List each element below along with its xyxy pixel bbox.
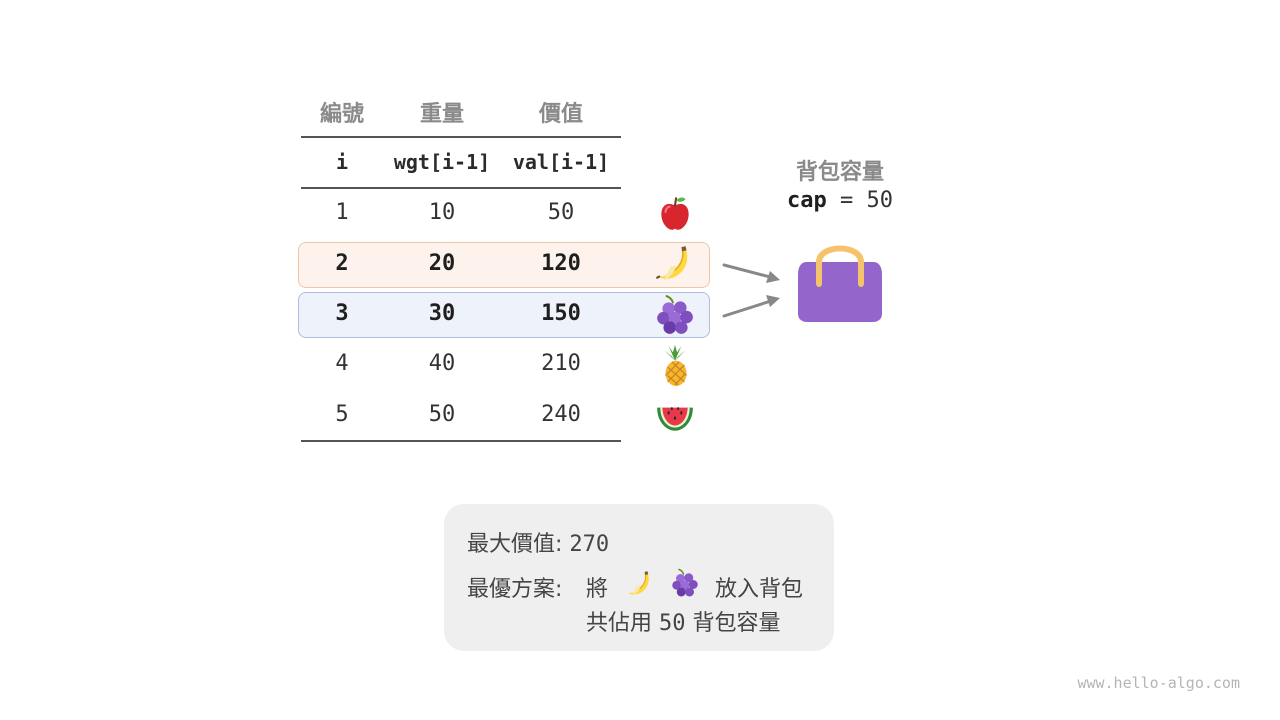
plan-prefix: 將 xyxy=(586,577,609,602)
row-val: 50 xyxy=(547,200,575,225)
header-weight: 重量 xyxy=(419,102,464,127)
max-value-label: 最大價值: xyxy=(467,532,563,557)
row-wgt: 40 xyxy=(428,351,456,376)
row-wgt: 50 xyxy=(428,402,456,427)
row-i: 1 xyxy=(335,200,349,225)
row-wgt: 10 xyxy=(428,200,456,225)
row-val: 240 xyxy=(541,402,581,427)
cap-label: cap xyxy=(787,188,827,213)
arrows-into-bag xyxy=(722,263,780,318)
knapsack-bag-icon xyxy=(798,245,882,322)
pineapple-icon xyxy=(664,345,687,386)
apple-icon xyxy=(661,197,689,230)
watermark: www.hello-algo.com xyxy=(1077,674,1240,692)
knapsack-capacity-title: 背包容量 xyxy=(795,160,884,185)
table-bottom-divider xyxy=(301,440,621,442)
table-row: 5 50 240 xyxy=(0,392,720,438)
table-top-divider xyxy=(301,136,621,138)
table-row: 4 40 210 xyxy=(0,341,720,387)
row-i: 2 xyxy=(335,251,349,276)
knapsack-capacity-line: cap = 50 xyxy=(760,188,920,213)
row-val: 120 xyxy=(541,251,581,276)
subheader-i: i xyxy=(335,150,349,174)
table-header-divider xyxy=(301,187,621,189)
max-value: 270 xyxy=(569,532,610,557)
banana-icon xyxy=(656,246,688,281)
watermelon-icon xyxy=(657,407,693,431)
subheader-val: val[i-1] xyxy=(512,150,610,174)
table-row: 2 20 120 xyxy=(0,241,720,287)
grapes-icon xyxy=(672,568,698,597)
plan-suffix: 放入背包 xyxy=(715,577,804,602)
cap-value: 50 xyxy=(866,188,894,213)
plan-label: 最優方案: xyxy=(467,577,563,602)
banana-icon xyxy=(628,571,649,596)
table-row: 3 30 150 xyxy=(0,291,720,337)
plan-line2: 共佔用 50 背包容量 xyxy=(586,605,781,637)
row-wgt: 30 xyxy=(428,301,456,326)
row-i: 4 xyxy=(335,351,349,376)
plan-line2-prefix: 共佔用 xyxy=(586,611,653,636)
plan-line2-suffix: 背包容量 xyxy=(692,611,781,636)
header-id: 編號 xyxy=(319,102,364,127)
row-val: 210 xyxy=(541,351,581,376)
row-i: 5 xyxy=(335,402,349,427)
selected-row-highlight-grapes xyxy=(298,292,710,338)
subheader-wgt: wgt[i-1] xyxy=(393,150,491,174)
result-box xyxy=(444,504,834,651)
table-row: 1 10 50 xyxy=(0,190,720,236)
row-wgt: 20 xyxy=(428,251,456,276)
row-val: 150 xyxy=(541,301,581,326)
row-i: 3 xyxy=(335,301,349,326)
plan-line2-value: 50 xyxy=(659,611,686,636)
header-value: 價值 xyxy=(538,102,583,127)
grapes-icon xyxy=(657,295,693,334)
cap-equals: = xyxy=(840,188,854,213)
selected-row-highlight-banana xyxy=(298,242,710,288)
max-value-line: 最大價值: 270 xyxy=(467,526,609,558)
